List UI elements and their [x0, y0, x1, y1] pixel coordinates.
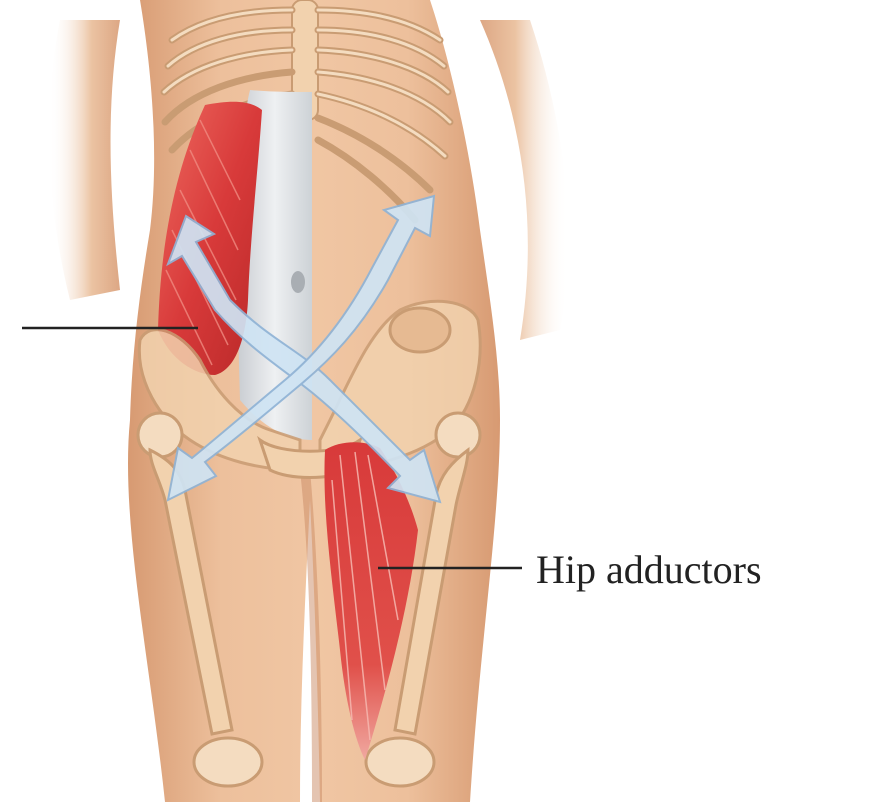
right-knee	[366, 738, 434, 786]
left-knee	[194, 738, 262, 786]
navel	[291, 271, 305, 293]
left-femur-head	[138, 413, 182, 457]
hip-adductors-label: Hip adductors	[536, 546, 762, 593]
right-arm	[480, 20, 568, 340]
right-femur-head	[436, 413, 480, 457]
left-arm	[49, 20, 120, 300]
